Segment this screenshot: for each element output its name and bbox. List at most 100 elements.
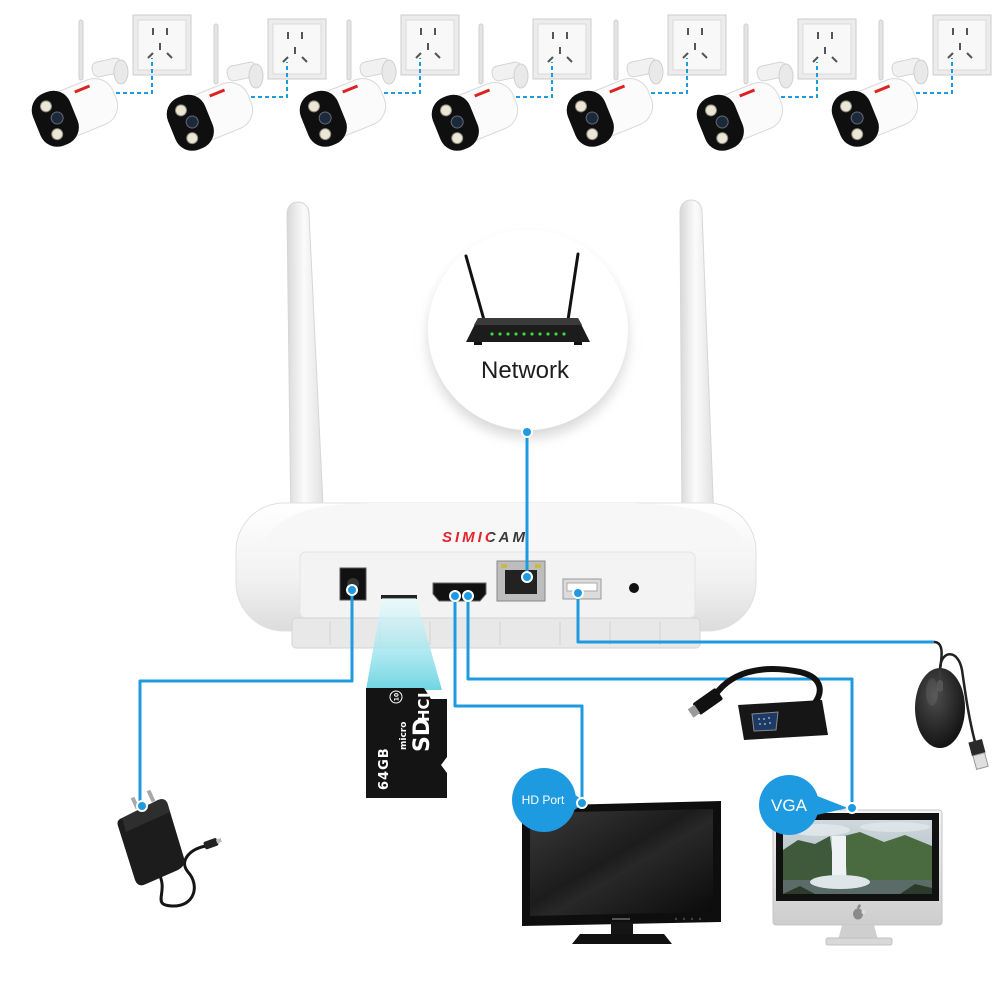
outlet-slot — [701, 28, 703, 35]
left-antenna — [286, 201, 325, 531]
router-antenna — [566, 252, 580, 322]
outlet-slot — [682, 52, 689, 59]
camera-ir-led — [716, 132, 729, 145]
camera-body-group — [31, 78, 119, 147]
outlet-face — [937, 19, 987, 71]
adapter-cable — [709, 666, 823, 706]
vga-adapter-box — [738, 700, 828, 740]
vga-monitor-dot — [846, 802, 858, 814]
sd-card-body — [366, 688, 447, 798]
router-foot — [474, 342, 482, 345]
camera-mount-base — [513, 63, 529, 89]
outlet-slot — [287, 32, 289, 39]
mouse-scroll-wheel — [937, 680, 943, 692]
camera-antenna — [878, 19, 884, 81]
camera-ir-led — [186, 132, 199, 145]
camera-mount-base — [648, 59, 664, 85]
camera-body-group — [299, 78, 387, 147]
hdmi-port-dot — [449, 590, 461, 602]
camera-body-group — [696, 82, 784, 151]
camera-unit-4 — [431, 18, 592, 151]
camera-lens — [850, 111, 864, 125]
camera-unit-5 — [566, 14, 727, 147]
outlet-slot — [434, 52, 441, 59]
hdmi-plug — [687, 688, 723, 718]
camera-power-line — [116, 58, 153, 94]
outlet-slot — [966, 28, 968, 35]
camera-ir-led — [439, 104, 452, 117]
usb-port-dot — [572, 587, 584, 599]
vga-bubble — [759, 775, 819, 835]
vga-connection-line — [466, 596, 854, 808]
camera-unit-2 — [166, 18, 327, 151]
reset-hole — [629, 583, 639, 593]
camera-ir-led — [51, 128, 64, 141]
imac-screen-landscape — [783, 820, 932, 894]
camera-unit-3 — [299, 14, 460, 147]
lan-led — [535, 564, 541, 568]
imac-stand-base — [825, 937, 893, 946]
outlet-slot — [415, 52, 422, 59]
foreground-rock — [783, 886, 815, 894]
router-top — [474, 318, 582, 325]
camera-ir-led — [574, 100, 587, 113]
camera-lens — [318, 111, 332, 125]
camera-lens — [450, 115, 464, 129]
power-adapter-dot — [136, 800, 148, 812]
right-antenna — [679, 199, 715, 523]
camera-ir-led — [851, 128, 864, 141]
sd-card-class-ring — [389, 690, 403, 704]
nvr-top-surface — [262, 503, 746, 545]
waterfall-mist — [810, 875, 870, 889]
router-foot — [574, 342, 582, 345]
bullet-camera — [696, 23, 794, 151]
camera-brand-mark — [474, 88, 491, 98]
sd-card-capacity: 64GB — [377, 747, 392, 790]
hd-monitor-dot — [576, 797, 588, 809]
network-dot — [521, 426, 533, 438]
usb-mouse-connection-line — [576, 593, 934, 644]
camera-antenna — [346, 19, 352, 81]
camera-antenna — [213, 23, 219, 85]
camera-power-line — [781, 62, 818, 98]
wall-outlet — [132, 14, 192, 76]
outlet-face — [802, 23, 852, 75]
camera-antenna — [743, 23, 749, 85]
camera-ir-led — [174, 104, 187, 117]
outlet-face — [672, 19, 722, 71]
bullet-camera — [431, 23, 529, 151]
outlet-slot — [152, 28, 154, 35]
camera-brand-mark — [874, 84, 891, 94]
camera-unit-6 — [696, 18, 857, 151]
outlet-slot — [831, 32, 833, 39]
outlet-slot — [434, 28, 436, 35]
camera-lens — [715, 115, 729, 129]
adapter-top-face — [122, 799, 170, 832]
outlet-slot — [947, 52, 954, 59]
imac-stand-neck — [838, 925, 878, 940]
waterfall — [832, 836, 846, 882]
camera-ir-led — [451, 132, 464, 145]
usb-mouse — [915, 640, 989, 770]
camera-unit-7 — [831, 14, 992, 147]
network-label: Network — [481, 357, 570, 384]
sd-card-sd: SD — [410, 718, 435, 752]
camera-ir-led — [39, 100, 52, 113]
camera-brand-mark — [739, 88, 756, 98]
camera-antenna — [613, 19, 619, 81]
sd-card-slot — [381, 595, 417, 599]
camera-ir-led — [704, 104, 717, 117]
bullet-camera — [566, 19, 664, 147]
outlet-slot — [301, 56, 308, 63]
outlet-slot — [831, 56, 838, 63]
hdmi-monitor-connection-line — [453, 596, 584, 803]
camera-antenna — [478, 23, 484, 85]
camera-body-group — [831, 78, 919, 147]
right-cliff — [844, 832, 932, 894]
mouse-body — [915, 668, 965, 748]
mouse-cable — [938, 653, 977, 743]
outlet-face — [405, 19, 455, 71]
outlet-slot — [687, 28, 689, 35]
camera-ir-led — [586, 128, 599, 141]
connection-dots — [136, 426, 858, 814]
